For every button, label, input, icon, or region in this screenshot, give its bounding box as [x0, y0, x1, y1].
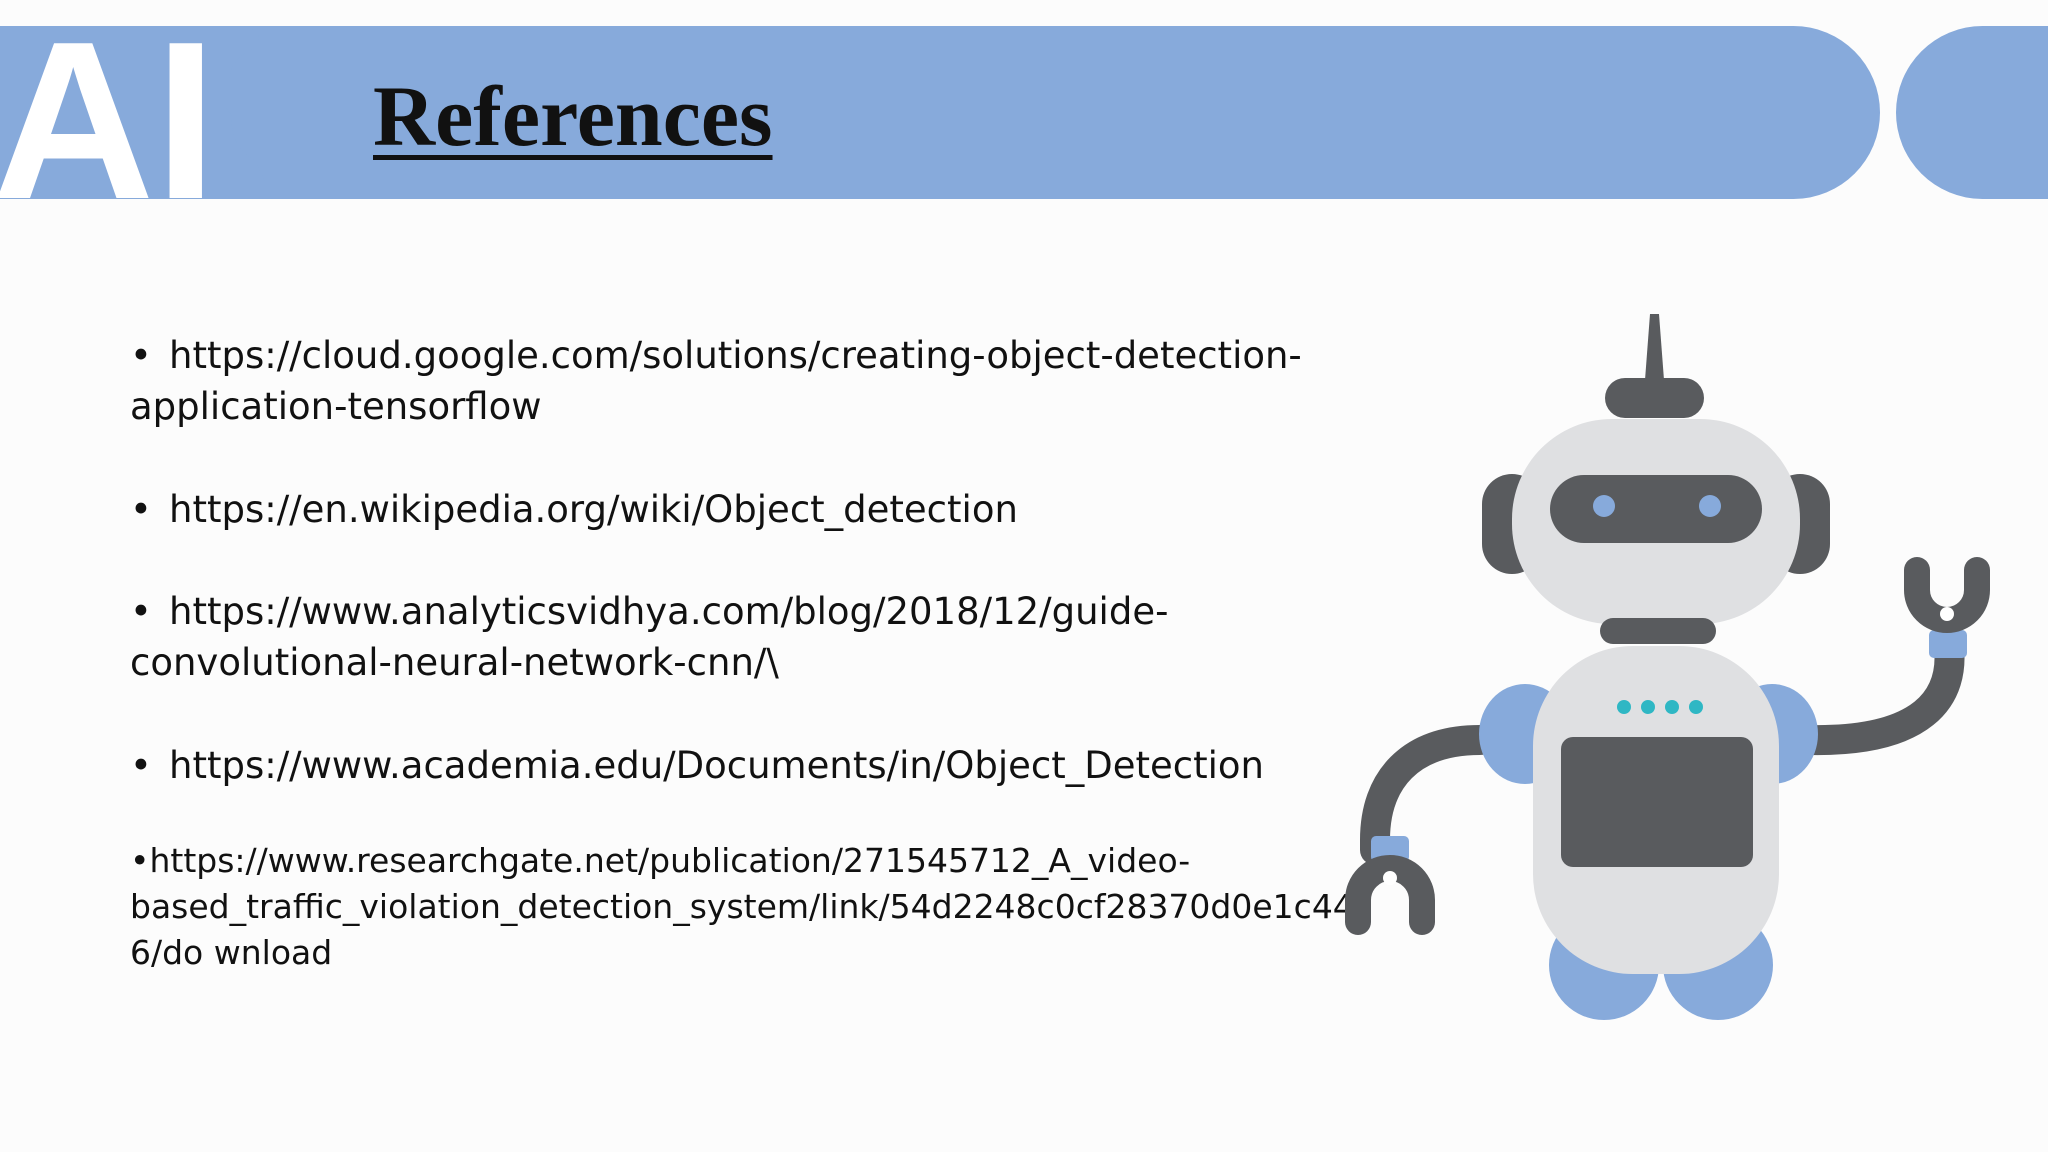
bullet: •: [130, 334, 152, 377]
reference-url-4[interactable]: https://www.academia.edu/Documents/in/Ob…: [169, 744, 1265, 787]
ai-head-logo: AI: [0, 26, 272, 199]
robot-neck: [1600, 618, 1716, 644]
reference-url-1[interactable]: https://cloud.google.com/solutions/creat…: [169, 334, 1302, 377]
bullet: •: [130, 590, 152, 633]
reference-item-3: • https://www.analyticsvidhya.com/blog/20…: [130, 586, 1330, 688]
reference-item-4: • https://www.academia.edu/Documents/in/O…: [130, 740, 1330, 791]
robot-left-claw-joint: [1383, 871, 1397, 885]
robot-visor: [1550, 475, 1762, 543]
robot-chest-panel: [1561, 737, 1753, 867]
robot-left-eye: [1593, 495, 1615, 517]
robot-antenna-base: [1605, 378, 1704, 418]
robot-left-arm: [1360, 725, 1495, 865]
robot-light: [1641, 700, 1655, 714]
robot-right-eye: [1699, 495, 1721, 517]
reference-url-3[interactable]: https://www.analyticsvidhya.com/blog/201…: [169, 590, 1169, 633]
banner-tail-pill: [1896, 26, 2048, 199]
reference-url-1-continued[interactable]: application-tensorflow: [130, 385, 542, 428]
logo-text: AI: [0, 26, 217, 199]
robot-right-claw-joint: [1940, 607, 1954, 621]
bullet: •: [130, 488, 152, 531]
robot-antenna: [1645, 314, 1664, 380]
reference-url-3-continued[interactable]: convolutional-neural-network-cnn/\: [130, 641, 779, 684]
title-banner: [0, 26, 1880, 199]
robot-right-arm: [1795, 625, 1965, 756]
robot-right-wrist: [1929, 630, 1967, 658]
robot-illustration: [1345, 314, 1990, 1020]
reference-item-1: • https://cloud.google.com/solutions/crea…: [130, 330, 1330, 432]
robot-left-wrist: [1371, 836, 1409, 862]
robot-light: [1617, 700, 1631, 714]
robot-light: [1665, 700, 1679, 714]
reference-item-5: •https://www.researchgate.net/publicatio…: [130, 838, 1354, 976]
reference-url-5-line-1[interactable]: •https://www.researchgate.net/publicatio…: [130, 841, 1191, 880]
robot-light: [1689, 700, 1703, 714]
reference-url-2[interactable]: https://en.wikipedia.org/wiki/Object_det…: [169, 488, 1018, 531]
reference-item-2: • https://en.wikipedia.org/wiki/Object_de…: [130, 484, 1330, 535]
reference-url-5-line-3[interactable]: 6/do wnload: [130, 933, 333, 972]
slide-title: References: [373, 68, 773, 164]
bullet: •: [130, 744, 152, 787]
reference-url-5-line-2[interactable]: based_traffic_violation_detection_system…: [130, 887, 1354, 926]
robot-left-claw: [1345, 855, 1435, 935]
